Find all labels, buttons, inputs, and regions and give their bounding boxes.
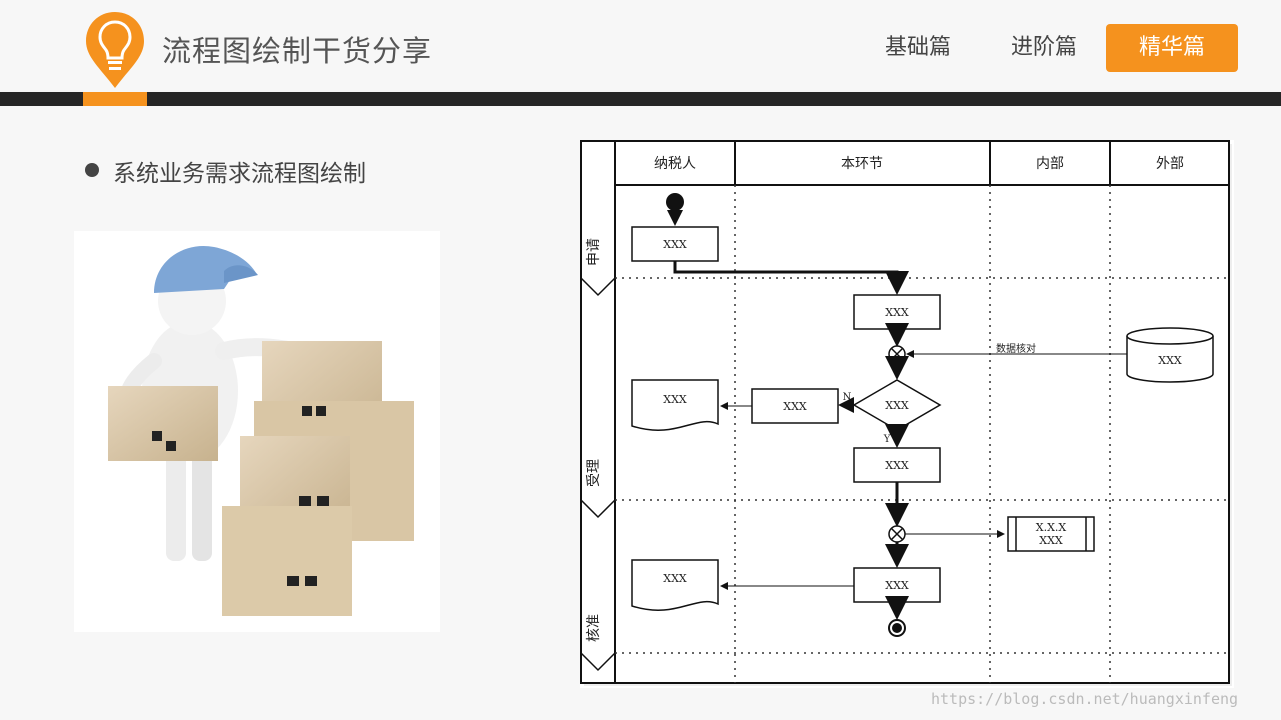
node-decision: XXX bbox=[885, 399, 909, 412]
bullet-dot bbox=[85, 163, 99, 177]
lightbulb-logo-icon bbox=[86, 12, 144, 88]
bullet-text: 系统业务需求流程图绘制 bbox=[113, 161, 366, 187]
header-divider-bar bbox=[0, 92, 1281, 106]
nav-advanced[interactable]: 进阶篇 bbox=[1010, 35, 1077, 60]
node-step1: XXX bbox=[885, 306, 909, 319]
node-external-line1: X.X.X bbox=[1036, 521, 1067, 534]
row-label-apply: 申请 bbox=[586, 238, 602, 266]
col-header-taxpayer: 纳税人 bbox=[654, 156, 696, 172]
label-yes: Y bbox=[883, 434, 891, 445]
watermark: https://blog.csdn.net/huangxinfeng bbox=[931, 690, 1239, 708]
delivery-man-illustration bbox=[74, 231, 440, 632]
node-doc2: XXX bbox=[663, 572, 687, 585]
swimlane-flowchart: 纳税人 本环节 内部 外部 申请 受理 核准 XXX XXX XXX 数据核对 … bbox=[580, 140, 1234, 688]
row-label-accept: 受理 bbox=[586, 459, 602, 487]
nav-essence[interactable]: 精华篇 bbox=[1106, 24, 1238, 72]
label-data-check: 数据核对 bbox=[996, 342, 1036, 355]
node-step2: XXX bbox=[885, 459, 909, 472]
node-database: XXX bbox=[1158, 354, 1182, 367]
label-no: N bbox=[843, 392, 852, 403]
header-accent-bar bbox=[83, 92, 147, 106]
node-apply: XXX bbox=[663, 238, 687, 251]
col-header-external: 外部 bbox=[1156, 156, 1184, 172]
page-title: 流程图绘制干货分享 bbox=[162, 34, 433, 68]
node-doc1: XXX bbox=[663, 393, 687, 406]
node-step3: XXX bbox=[885, 579, 909, 592]
col-header-this-step: 本环节 bbox=[841, 156, 883, 172]
row-label-approve: 核准 bbox=[586, 614, 602, 642]
col-header-internal: 内部 bbox=[1036, 156, 1064, 172]
node-left-mid: XXX bbox=[783, 400, 807, 413]
node-external-line2: XXX bbox=[1039, 534, 1063, 547]
header: 流程图绘制干货分享 基础篇 进阶篇 精华篇 bbox=[0, 0, 1281, 92]
nav-basic[interactable]: 基础篇 bbox=[884, 35, 951, 60]
